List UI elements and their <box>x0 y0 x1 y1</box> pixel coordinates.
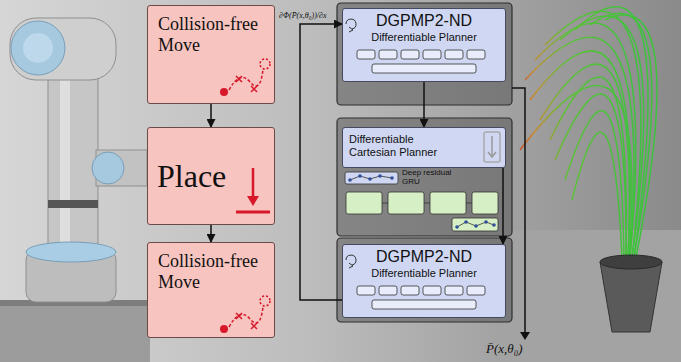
box-title: Collision-free Move <box>148 243 270 292</box>
planner-box: DGPMP2-NDDifferentiable Planner <box>342 244 506 318</box>
flow-arrow <box>210 104 212 127</box>
box-title: Place <box>148 128 247 195</box>
box-title: DGPMP2-ND <box>344 9 504 30</box>
skill-box: Collision-free Move <box>147 5 275 104</box>
skill-box: Place <box>147 127 275 225</box>
network-label: Deep residual GRU <box>402 169 462 187</box>
box-title: Differentiable Cartesian Planner <box>343 128 461 158</box>
flow-arrow <box>502 168 504 244</box>
flow-arrow <box>423 82 425 127</box>
skill-box: Collision-free Move <box>147 242 275 338</box>
box-subtitle: Differentiable Planner <box>344 30 504 44</box>
gradient-label: ∂Φ(P̄(x,θ₀))/∂x <box>279 12 327 21</box>
flow-arrow <box>210 225 212 242</box>
planner-box: Differentiable Cartesian Planner <box>342 127 506 168</box>
box-subtitle: Differentiable Planner <box>344 266 504 280</box>
box-title: DGPMP2-ND <box>344 245 504 266</box>
planner-box: DGPMP2-NDDifferentiable Planner <box>342 8 506 82</box>
flow-arrow <box>300 24 342 300</box>
box-title: Collision-free Move <box>148 6 270 55</box>
output-label: P̄(x,θ₀) <box>486 342 566 356</box>
